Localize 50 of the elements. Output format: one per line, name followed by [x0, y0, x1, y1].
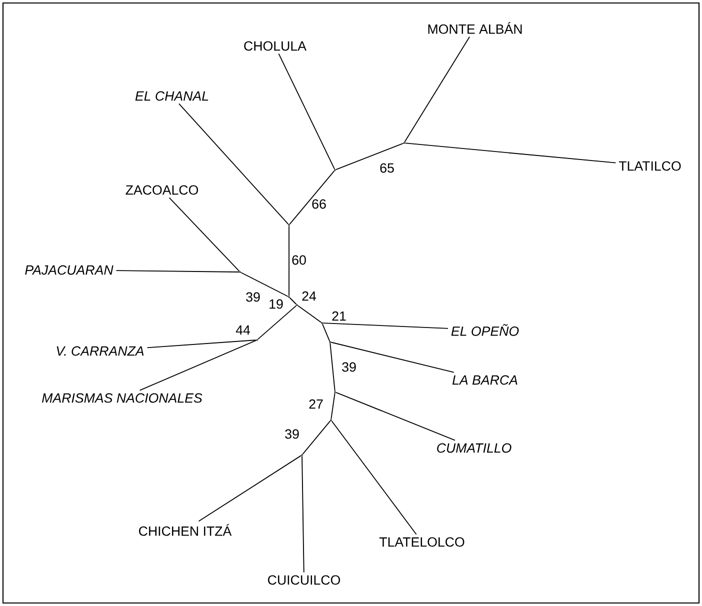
bootstrap-value: 60 [292, 255, 306, 265]
bootstrap-value: 44 [236, 325, 250, 335]
branch-line [198, 455, 302, 522]
leaf-label: ZACOALCO [126, 185, 198, 195]
branch-line [302, 456, 304, 573]
bootstrap-value: 39 [285, 429, 299, 439]
leaf-label: EL CHANAL [135, 91, 208, 101]
bootstrap-value: 19 [270, 299, 283, 309]
bootstrap-value: 66 [312, 199, 326, 209]
branch-line [336, 392, 456, 441]
bootstrap-value: 39 [342, 362, 356, 372]
leaf-label: V. CARRANZA [56, 346, 144, 356]
leaf-label: CHOLULA [244, 41, 306, 51]
branch-line [288, 226, 290, 296]
leaf-label: CUMATILLO [437, 443, 512, 453]
branch-line [116, 270, 240, 272]
branch-line [289, 170, 335, 225]
branch-line [336, 142, 404, 170]
leaf-label: MARISMAS NACIONALES [42, 393, 202, 403]
bootstrap-value: 24 [302, 291, 316, 301]
branch-line [330, 392, 336, 420]
leaf-label: MONTE ALBÁN [428, 22, 522, 34]
branch-line [278, 53, 336, 170]
branch-line [289, 297, 297, 305]
leaf-label: EL OPEÑO [451, 324, 519, 336]
branch-line [178, 103, 289, 225]
leaf-label: TLATELOLCO [379, 537, 464, 547]
branch-line [404, 142, 616, 164]
branch-line [302, 420, 331, 455]
branch-line [257, 305, 297, 340]
branch-line [240, 272, 289, 297]
branch-line [322, 322, 448, 329]
branch-line [168, 197, 240, 272]
branch-line [330, 342, 336, 392]
branch-line [404, 36, 470, 143]
bootstrap-value: 27 [309, 399, 323, 409]
leaf-label: PAJACUARAN [25, 265, 114, 275]
branch-line [331, 420, 417, 535]
bootstrap-value: 65 [380, 163, 394, 173]
leaf-label: CUICUILCO [268, 575, 340, 585]
branch-line [322, 324, 330, 342]
branch-line [297, 305, 322, 323]
branch-line [139, 340, 256, 391]
bootstrap-value: 39 [246, 292, 260, 302]
branch-line [330, 342, 454, 373]
leaf-label: CHICHEN ITZÁ [139, 524, 232, 536]
bootstrap-value: 21 [332, 311, 346, 321]
branch-line [146, 340, 256, 348]
leaf-label: TLATILCO [618, 161, 681, 171]
leaf-label: LA BARCA [452, 375, 518, 385]
